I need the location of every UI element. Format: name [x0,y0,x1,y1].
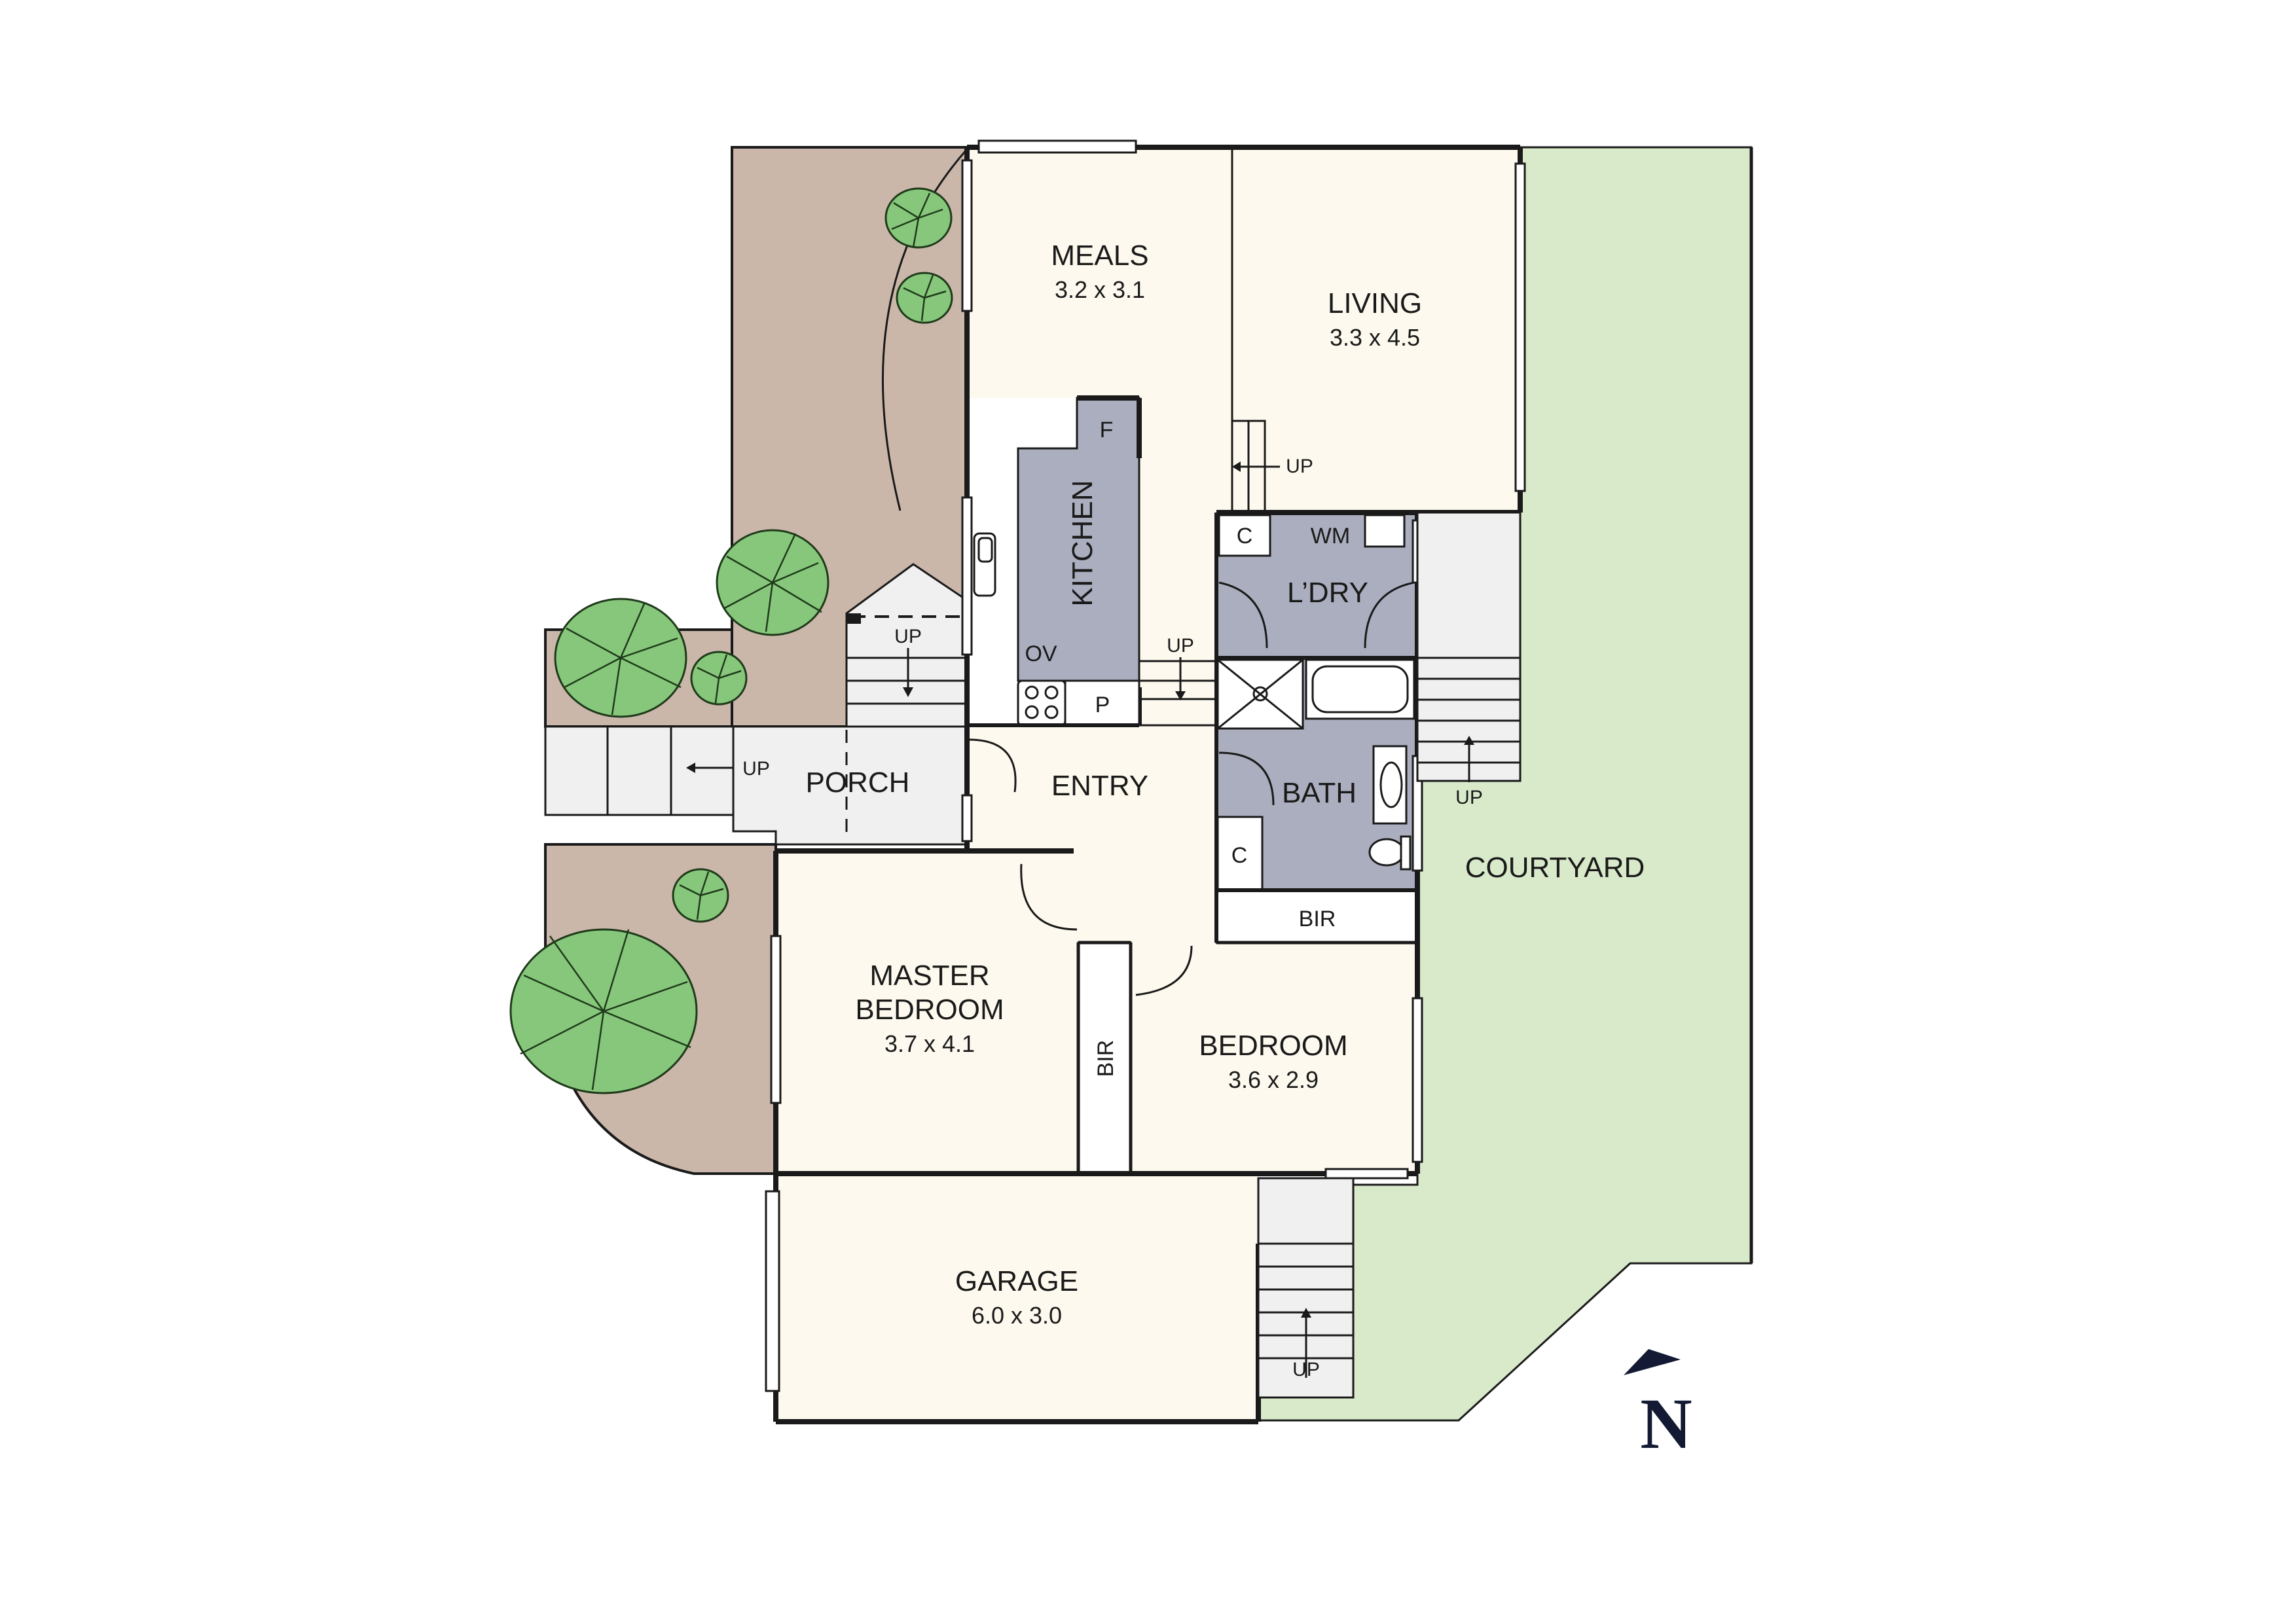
living-up-label: UP [1286,456,1313,477]
living-size: 3.3 x 4.5 [1330,324,1420,351]
laundry-cupboard-label: C [1237,524,1253,549]
bath-cupboard-label: C [1231,843,1248,868]
trees [509,187,953,1094]
kitchen-steps: UP [1139,635,1216,727]
laundry-label: L’DRY [1287,577,1368,609]
porch-label: PORCH [806,766,910,799]
room-labels: MEALS 3.2 x 3.1 LIVING 3.3 x 4.5 ENTRY M… [855,240,1422,1329]
tree-icon [896,272,953,324]
bedroom-size: 3.6 x 2.9 [1228,1066,1319,1093]
courtyard-label: COURTYARD [1465,852,1645,884]
oven-label: OV [1025,641,1057,666]
porch-stairs-area: UP UP PORCH [544,563,968,846]
porch-west-up-label: UP [742,758,770,780]
garage-up-label: UP [1292,1359,1320,1380]
bath-room: C BATH [1216,650,1417,892]
north-arrow-icon [1624,1349,1681,1375]
kitchen-room: F KITCHEN OV P [967,395,1142,727]
entry-label: ENTRY [1051,770,1148,802]
master-bedroom-label-1: MASTER [869,960,989,992]
washing-machine-label: WM [1311,524,1350,549]
hall-bir-label: BIR [1299,907,1336,931]
courtyard-area: COURTYARD [1257,146,1753,1422]
hall-bir: BIR [1215,889,1419,944]
kitchen-label: KITCHEN [1066,480,1099,606]
tree-icon [690,651,748,706]
tree-icon [554,598,687,718]
bedroom-label: BEDROOM [1199,1030,1347,1062]
meals-label: MEALS [1051,240,1148,272]
master-bir: BIR [1077,941,1132,1175]
master-bir-label: BIR [1093,1040,1118,1077]
bath-label: BATH [1282,777,1357,809]
windows [765,139,1526,1392]
kitchen-up-label: UP [1167,635,1194,657]
fridge-label: F [1100,418,1114,442]
master-bedroom-label-2: BEDROOM [855,994,1004,1026]
master-bedroom-size: 3.7 x 4.1 [884,1030,975,1057]
tree-icon [672,868,729,923]
meals-size: 3.2 x 3.1 [1055,276,1145,303]
tree-icon [884,187,953,249]
tree-icon [716,529,829,636]
garage-steps: UP [1257,1177,1355,1399]
living-label: LIVING [1328,287,1422,319]
courtyard-up-label: UP [1455,787,1483,808]
courtyard-steps: UP [1416,511,1522,808]
garage-label: GARAGE [955,1265,1078,1297]
porch-north-up-label: UP [894,626,922,647]
garage-size: 6.0 x 3.0 [972,1302,1062,1329]
laundry-room: C WM L’DRY [1216,513,1417,650]
north-label: N [1640,1384,1692,1464]
pantry-label: P [1095,693,1110,717]
north-compass: N [1624,1349,1692,1464]
tree-icon [509,928,698,1094]
